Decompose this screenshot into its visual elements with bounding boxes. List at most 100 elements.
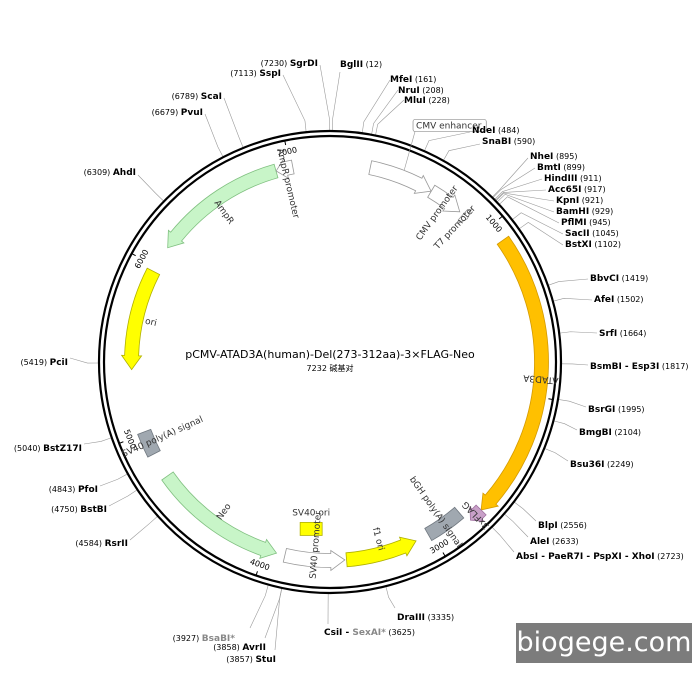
feature-cmv-enhancer [368, 160, 432, 194]
site-label-acc65i: Acc65I (917) [548, 185, 606, 195]
site-leader-nhei [491, 157, 529, 198]
site-leader-blpi [513, 501, 537, 522]
site-leader-sspi [282, 74, 307, 133]
site-label-bglii: BglII (12) [340, 60, 382, 70]
site-leader-bmgbi [552, 420, 578, 431]
tick-mark [548, 398, 554, 401]
site-leader-bstbi [108, 489, 139, 507]
site-leader-avrii [264, 587, 283, 639]
site-leader-rsrii [129, 515, 159, 541]
site-leader-kpni [495, 192, 555, 202]
restriction-sites: BglII (12)MfeI (161)NruI (208)MluI (228)… [14, 59, 689, 665]
tick-mark [442, 552, 446, 558]
feature-ampr-promoter [275, 157, 295, 179]
tick-label: 4000 [249, 557, 271, 572]
feature-t7-promoter [457, 208, 472, 224]
feature-label-sv40-promoter: SV40 promoter [309, 510, 324, 579]
site-label-avrii: (3858) AvrII [213, 643, 266, 653]
feature-label-sv40-ori: SV40 ori [292, 508, 330, 518]
site-leader-absi-paer7i-pspxi-xhoi [491, 526, 515, 553]
site-leader-bsmbi-esp3i [560, 363, 589, 366]
site-leader-mlui [375, 99, 405, 137]
site-leader-bglii [332, 71, 341, 132]
feature-label-f1-ori: f1 ori [370, 527, 386, 552]
site-label-bstbi: (4750) BstBI [51, 505, 107, 515]
site-leader-nrui [371, 89, 399, 136]
site-label-srfi: SrfI (1664) [599, 329, 646, 339]
plasmid-size: 7232 碱基对 [307, 363, 354, 373]
site-leader-acc65i [494, 189, 547, 202]
site-leader-lines [69, 64, 598, 651]
site-label-mlui: MluI (228) [404, 96, 450, 106]
site-label-csii: CsiI - SexAI* (3625) [324, 628, 415, 638]
site-label-bamhi: BamHI (929) [556, 207, 613, 217]
site-leader-stui [274, 587, 283, 651]
site-label-hindiii: HindIII (911) [544, 174, 602, 184]
feature-neo [161, 471, 278, 559]
tick-mark [255, 571, 258, 577]
feature-ori [120, 267, 161, 371]
feature-label-atad3a: ATAD3A [522, 372, 559, 385]
site-leader-mfei [361, 79, 391, 134]
site-label-scai: (6789) ScaI [172, 92, 222, 102]
site-label-alei: AleI (2633) [530, 537, 579, 547]
site-label-bsrgi: BsrGI (1995) [588, 405, 645, 415]
site-leader-srfi [558, 331, 598, 334]
site-leader-sgrdi [319, 64, 330, 132]
site-leader-bstxi [518, 222, 564, 246]
site-label-bstxi: BstXI (1102) [565, 240, 621, 250]
site-label-bsu36i: Bsu36I (2249) [570, 460, 634, 470]
site-label-rsrii: (4584) RsrII [75, 539, 128, 549]
site-label-bstz17i: (5040) BstZ17I [14, 444, 82, 454]
site-leader-bsabi [249, 584, 269, 629]
site-leader-bamhi [496, 193, 555, 213]
watermark: biogege.com [516, 623, 692, 663]
site-leader-bmti [492, 167, 536, 199]
site-label-absi-paer7i-pspxi-xhoi: AbsI - PaeR7I - PspXI - XhoI (2723) [516, 552, 684, 562]
site-leader-pvui [204, 113, 224, 158]
site-leader-sacii [511, 212, 564, 235]
site-leader-hindiii [493, 178, 543, 201]
site-label-pflmi: PflMI (945) [561, 218, 611, 228]
site-label-stui: (3857) StuI [226, 655, 276, 665]
svg-text:CMV enhancer: CMV enhancer [416, 122, 482, 132]
site-leader-pflmi [498, 196, 560, 224]
feature-label-cmv-enhancer: CMV enhancer [403, 119, 487, 171]
site-label-blpi: BlpI (2556) [538, 521, 587, 531]
feature-label-neo: Neo [215, 502, 234, 523]
feature-arrows [120, 157, 549, 572]
site-label-pcii: (5419) PciI [20, 358, 68, 368]
site-label-bbvci: BbvCI (1419) [590, 274, 648, 284]
site-leader-bbvci [547, 278, 589, 286]
feature-label-ampr: AmpR [212, 199, 236, 227]
feature-sv40-poly-a-signal [137, 428, 161, 458]
site-leader-bsrgi [557, 398, 587, 408]
site-label-nrui: NruI (208) [398, 86, 444, 96]
site-label-snabi: SnaBI (590) [482, 137, 535, 147]
tick-mark [498, 215, 504, 220]
feature-label-ampr-promoter: AmpR promoter [274, 148, 300, 220]
site-label-pvui: (6679) PvuI [152, 108, 203, 118]
site-leader-pfoi [99, 473, 129, 487]
site-label-bsmbi-esp3i: BsmBI - Esp3I (1817) [590, 362, 689, 372]
feature-label-ori: ori [144, 317, 158, 329]
site-leader-ndei [423, 131, 471, 152]
feature-sv40-promoter [282, 548, 346, 572]
backbone-outer-ring [97, 129, 563, 595]
site-leader-snabi [442, 143, 481, 162]
site-label-sacii: SacII (1045) [565, 229, 619, 239]
tick-mark [118, 441, 124, 445]
site-label-pfoi: (4843) PfoI [49, 485, 98, 495]
site-leader-pcii [69, 357, 100, 364]
feature-cmv-promoter [427, 184, 461, 213]
site-label-nhei: NheI (895) [530, 152, 577, 162]
tick-mark [131, 252, 136, 257]
site-leader-alei [503, 513, 529, 538]
plasmid-title: pCMV-ATAD3A(human)-Del(273-312aa)-3×FLAG… [185, 348, 475, 361]
tick-label: 6000 [133, 248, 151, 270]
site-label-sgrdi: (7230) SgrDI [261, 59, 318, 69]
site-label-bmti: BmtI (899) [537, 163, 585, 173]
site-label-ndei: NdeI (484) [472, 126, 520, 136]
site-leader-scai [223, 97, 244, 149]
